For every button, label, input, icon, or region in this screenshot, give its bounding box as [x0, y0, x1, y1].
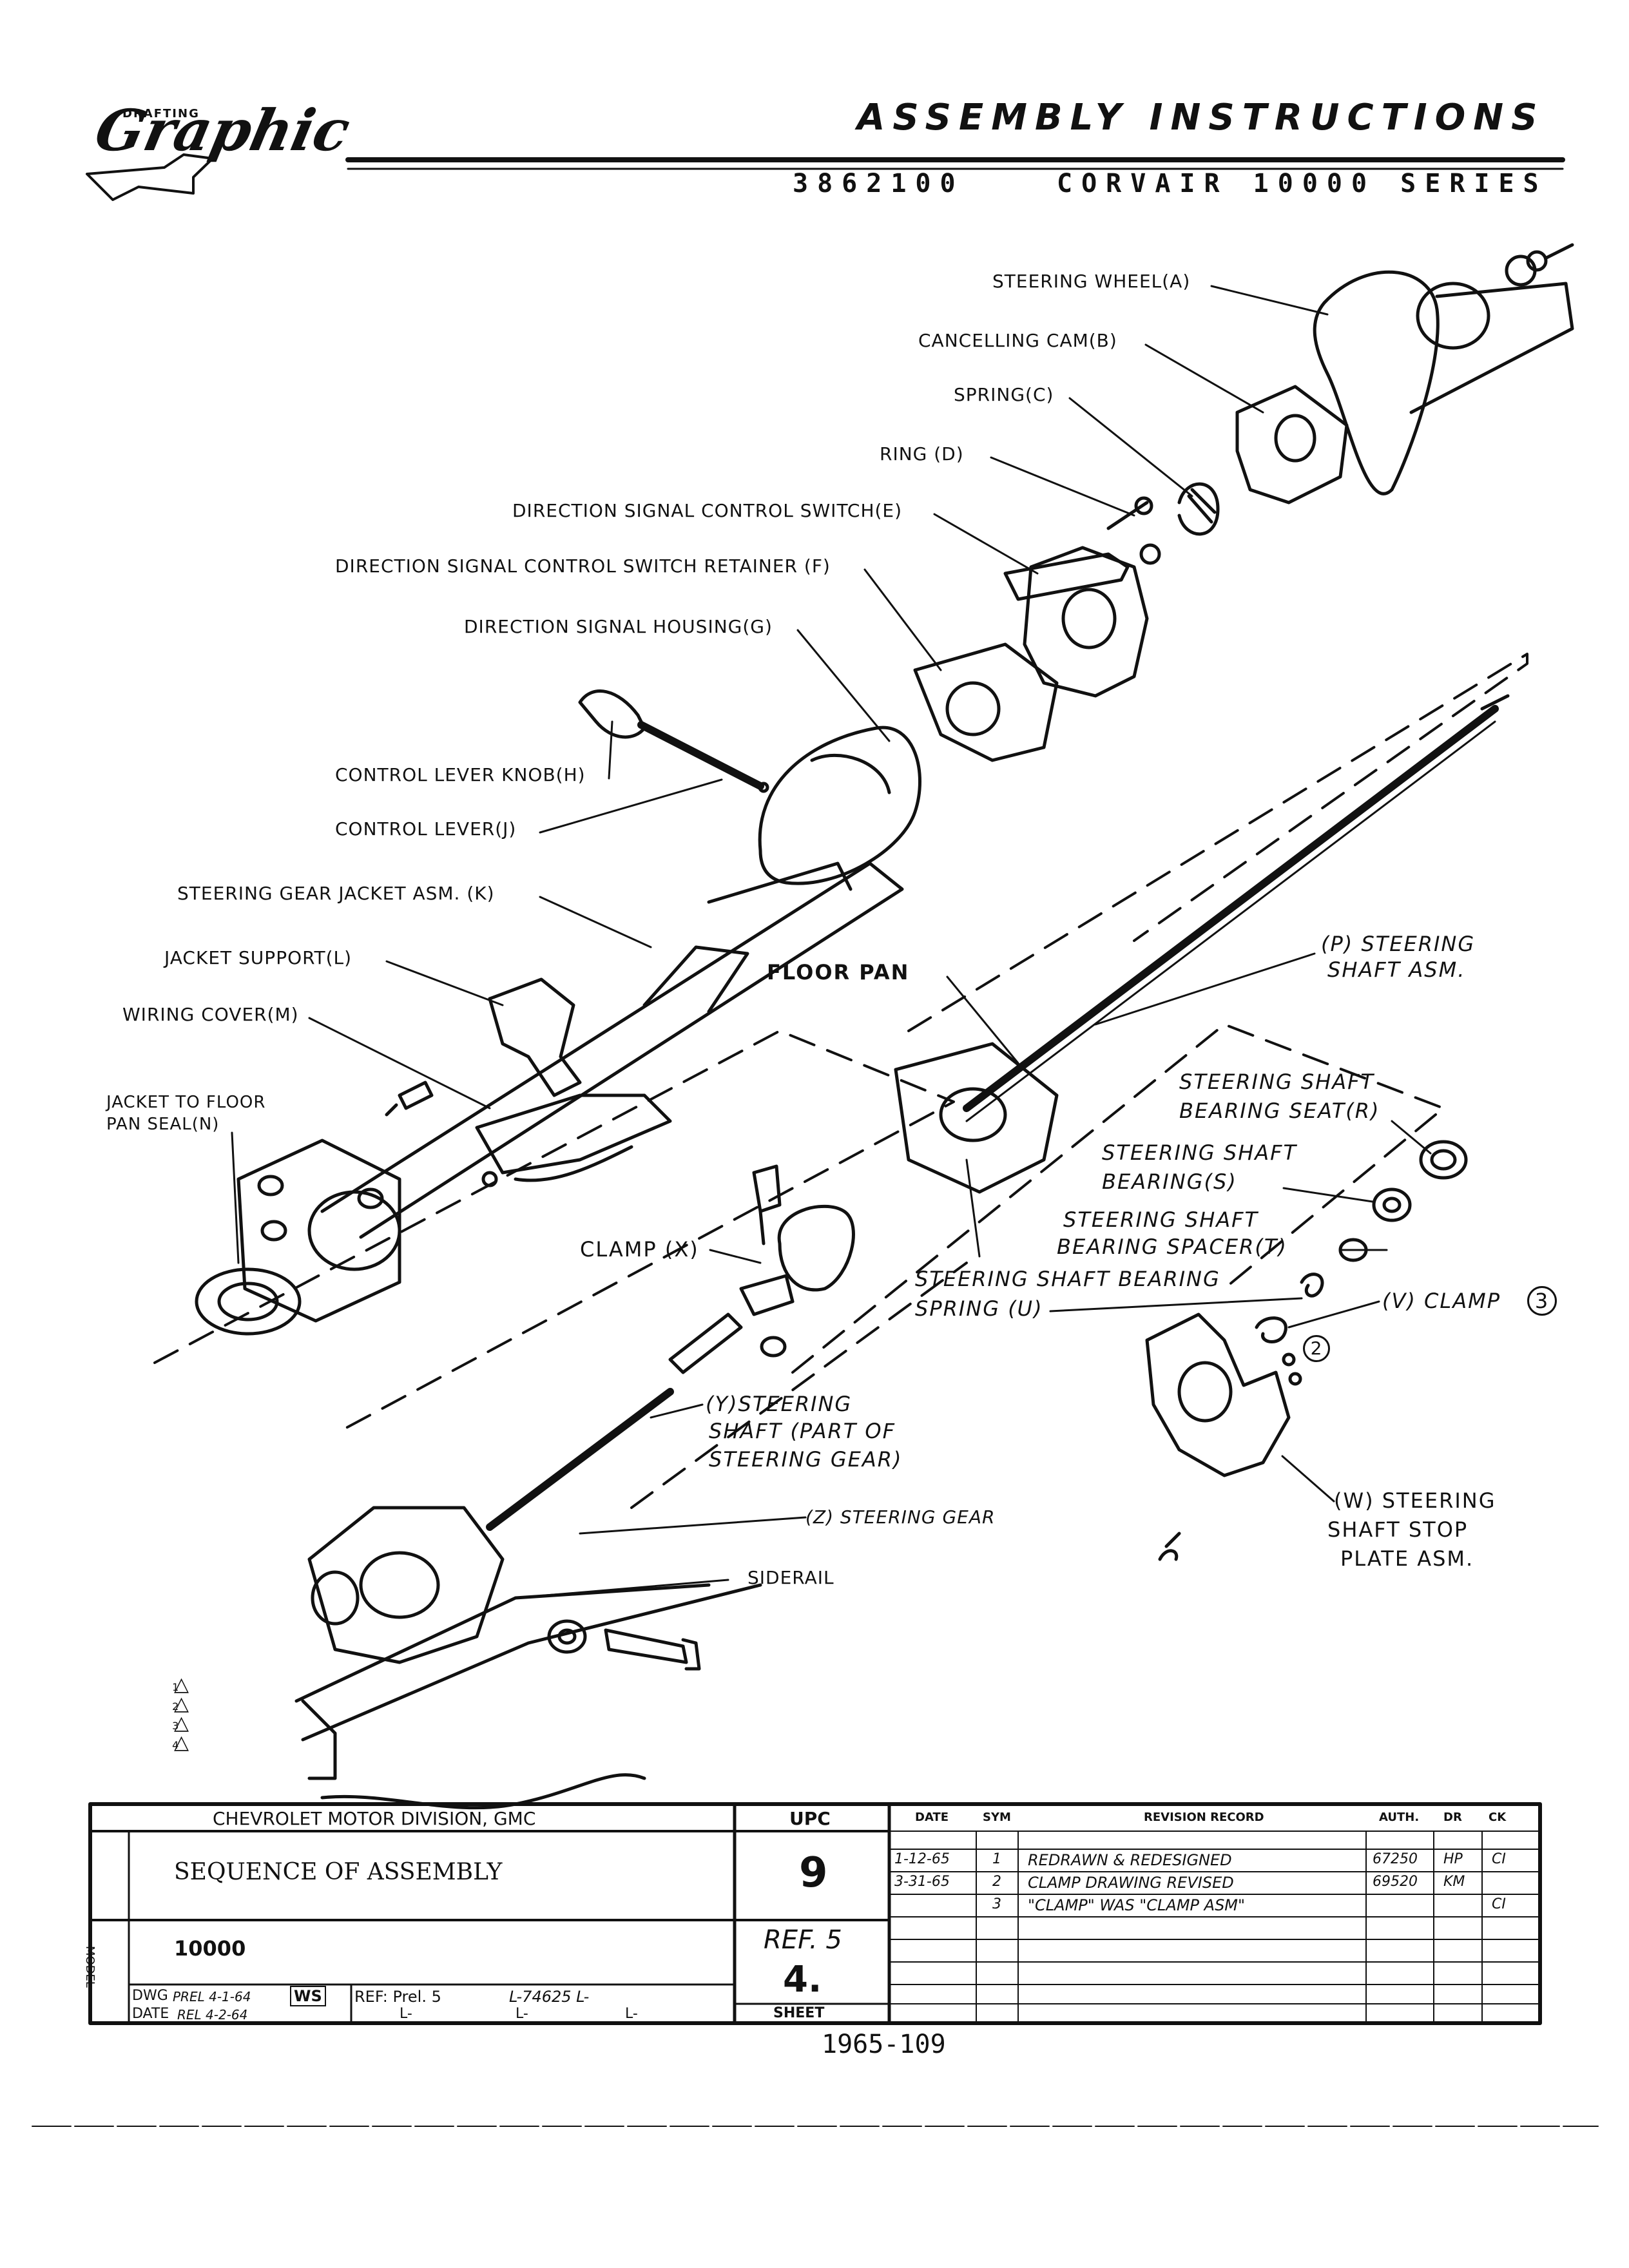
label-steering-shaft-line1: (P) STEERING: [1321, 932, 1476, 956]
label-steering-gear: (Z) STEERING GEAR: [805, 1506, 996, 1528]
rev-record: REDRAWN & REDESIGNED: [1028, 1851, 1232, 1869]
date-value: REL 4-2-64: [177, 2007, 248, 2023]
l-row2-2: L-: [516, 2006, 528, 2022]
label-stop-plate-line1: (W) STEERING: [1334, 1488, 1496, 1513]
logo-graphic-text: Graphic: [89, 97, 356, 164]
label-clamp-v: (V) CLAMP: [1382, 1289, 1501, 1313]
page-title: ASSEMBLY INSTRUCTIONS: [857, 97, 1545, 139]
revision-circle-3: 3: [1527, 1286, 1557, 1316]
label-bearing-spacer-line1: STEERING SHAFT: [1063, 1207, 1259, 1232]
rev-header-date: DATE: [915, 1811, 949, 1824]
label-control-lever-knob: CONTROL LEVER KNOB(H): [335, 764, 586, 785]
label-bearing-seat-line2: BEARING SEAT(R): [1179, 1099, 1380, 1123]
label-wiring-cover: WIRING COVER(M): [122, 1004, 299, 1025]
label-control-lever: CONTROL LEVER(J): [335, 818, 517, 840]
label-jacket-support: JACKET SUPPORT(L): [164, 947, 352, 968]
sheet-label: SHEET: [773, 2005, 825, 2021]
logo-drafting-text: DRAFTING: [122, 107, 200, 120]
label-direction-signal-switch: DIRECTION SIGNAL CONTROL SWITCH(E): [512, 500, 903, 521]
rev-date: 3-31-65: [894, 1874, 950, 1890]
label-signal-housing: DIRECTION SIGNAL HOUSING(G): [464, 616, 773, 637]
part-number: 3862100: [793, 169, 965, 198]
rev-sym: 2: [992, 1874, 1001, 1890]
rev-date: 1-12-65: [894, 1851, 950, 1867]
label-y-shaft-line1: (Y)STEERING: [706, 1392, 853, 1416]
ref-prel: REF: Prel. 5: [354, 1988, 441, 2006]
label-steering-gear-jacket: STEERING GEAR JACKET ASM. (K): [177, 883, 495, 904]
label-ring: RING (D): [880, 443, 964, 465]
label-steering-wheel: STEERING WHEEL(A): [992, 271, 1191, 292]
division-name: CHEVROLET MOTOR DIVISION, GMC: [213, 1808, 536, 1829]
label-floor-pan: FLOOR PAN: [767, 960, 910, 985]
rev-ck: CI: [1492, 1851, 1506, 1867]
l-row2-3: L-: [625, 2006, 638, 2022]
label-bearing-line2: BEARING(S): [1102, 1169, 1237, 1194]
revision-triangle-1: △1: [172, 1673, 189, 1696]
ref-label: REF. 5: [764, 1925, 842, 1955]
upc-header: UPC: [789, 1808, 831, 1829]
label-switch-retainer: DIRECTION SIGNAL CONTROL SWITCH RETAINER…: [335, 555, 831, 577]
label-stop-plate-line2: SHAFT STOP: [1327, 1517, 1469, 1542]
rev-header-dr: DR: [1443, 1811, 1462, 1824]
dwg-value: PREL 4-1-64: [173, 1989, 251, 2004]
rev-sym: 3: [992, 1896, 1001, 1912]
label-steering-shaft-line2: SHAFT ASM.: [1327, 957, 1466, 982]
label-bearing-spring-line2: SPRING (U): [915, 1296, 1043, 1321]
series-title: CORVAIR 10000 SERIES: [1057, 169, 1548, 198]
l-row2-1: L-: [400, 2006, 412, 2022]
label-bearing-spacer-line2: BEARING SPACER(T): [1057, 1235, 1287, 1259]
ws-stamp: WS: [290, 1986, 326, 2006]
rev-header-auth: AUTH.: [1379, 1811, 1420, 1824]
label-cancelling-cam: CANCELLING CAM(B): [918, 330, 1117, 351]
label-y-shaft-line2: SHAFT (PART OF: [709, 1419, 896, 1443]
l-reference: L-74625 L-: [509, 1988, 590, 2006]
model-label: MODEL: [83, 1946, 97, 1988]
revision-triangles: △1 △2 △3 △4: [172, 1673, 206, 1754]
label-clamp-x: CLAMP (X): [580, 1237, 699, 1262]
label-bearing-seat-line1: STEERING SHAFT: [1179, 1070, 1375, 1094]
page-footer-code: 1965-109: [822, 2030, 946, 2059]
model-number: 10000: [174, 1936, 246, 1961]
rev-dr: HP: [1443, 1851, 1463, 1867]
rev-ck: CI: [1492, 1896, 1506, 1912]
rev-auth: 67250: [1373, 1851, 1418, 1867]
label-floor-pan-seal-line2: PAN SEAL(N): [106, 1115, 220, 1134]
upc-value: 9: [799, 1849, 828, 1897]
date-label: DATE: [132, 2006, 169, 2022]
revision-triangle-4: △4: [172, 1731, 189, 1754]
rev-auth: 69520: [1373, 1874, 1418, 1890]
rev-dr: KM: [1443, 1874, 1465, 1890]
label-bearing-line1: STEERING SHAFT: [1102, 1140, 1298, 1165]
rev-header-sym: SYM: [983, 1811, 1011, 1824]
drawing-title: SEQUENCE OF ASSEMBLY: [174, 1859, 503, 1885]
label-floor-pan-seal-line1: JACKET TO FLOOR: [106, 1093, 266, 1112]
revision-triangle-2: △2: [172, 1693, 189, 1715]
dwg-label: DWG: [132, 1988, 168, 2004]
label-bearing-spring-line1: STEERING SHAFT BEARING: [915, 1267, 1220, 1291]
label-stop-plate-line3: PLATE ASM.: [1340, 1546, 1474, 1571]
rev-record: CLAMP DRAWING REVISED: [1028, 1874, 1234, 1892]
rev-sym: 1: [992, 1851, 1001, 1867]
sheet-value: 4.: [783, 1959, 822, 2001]
rev-header-record: REVISION RECORD: [1144, 1811, 1264, 1824]
rev-header-ck: CK: [1489, 1811, 1507, 1824]
label-y-shaft-line3: STEERING GEAR): [709, 1447, 903, 1472]
revision-triangle-3: △3: [172, 1712, 189, 1735]
rev-record: "CLAMP" WAS "CLAMP ASM": [1028, 1896, 1246, 1914]
label-spring: SPRING(C): [954, 384, 1054, 405]
label-siderail: SIDERAIL: [747, 1567, 834, 1588]
revision-circle-2: 2: [1303, 1335, 1330, 1362]
